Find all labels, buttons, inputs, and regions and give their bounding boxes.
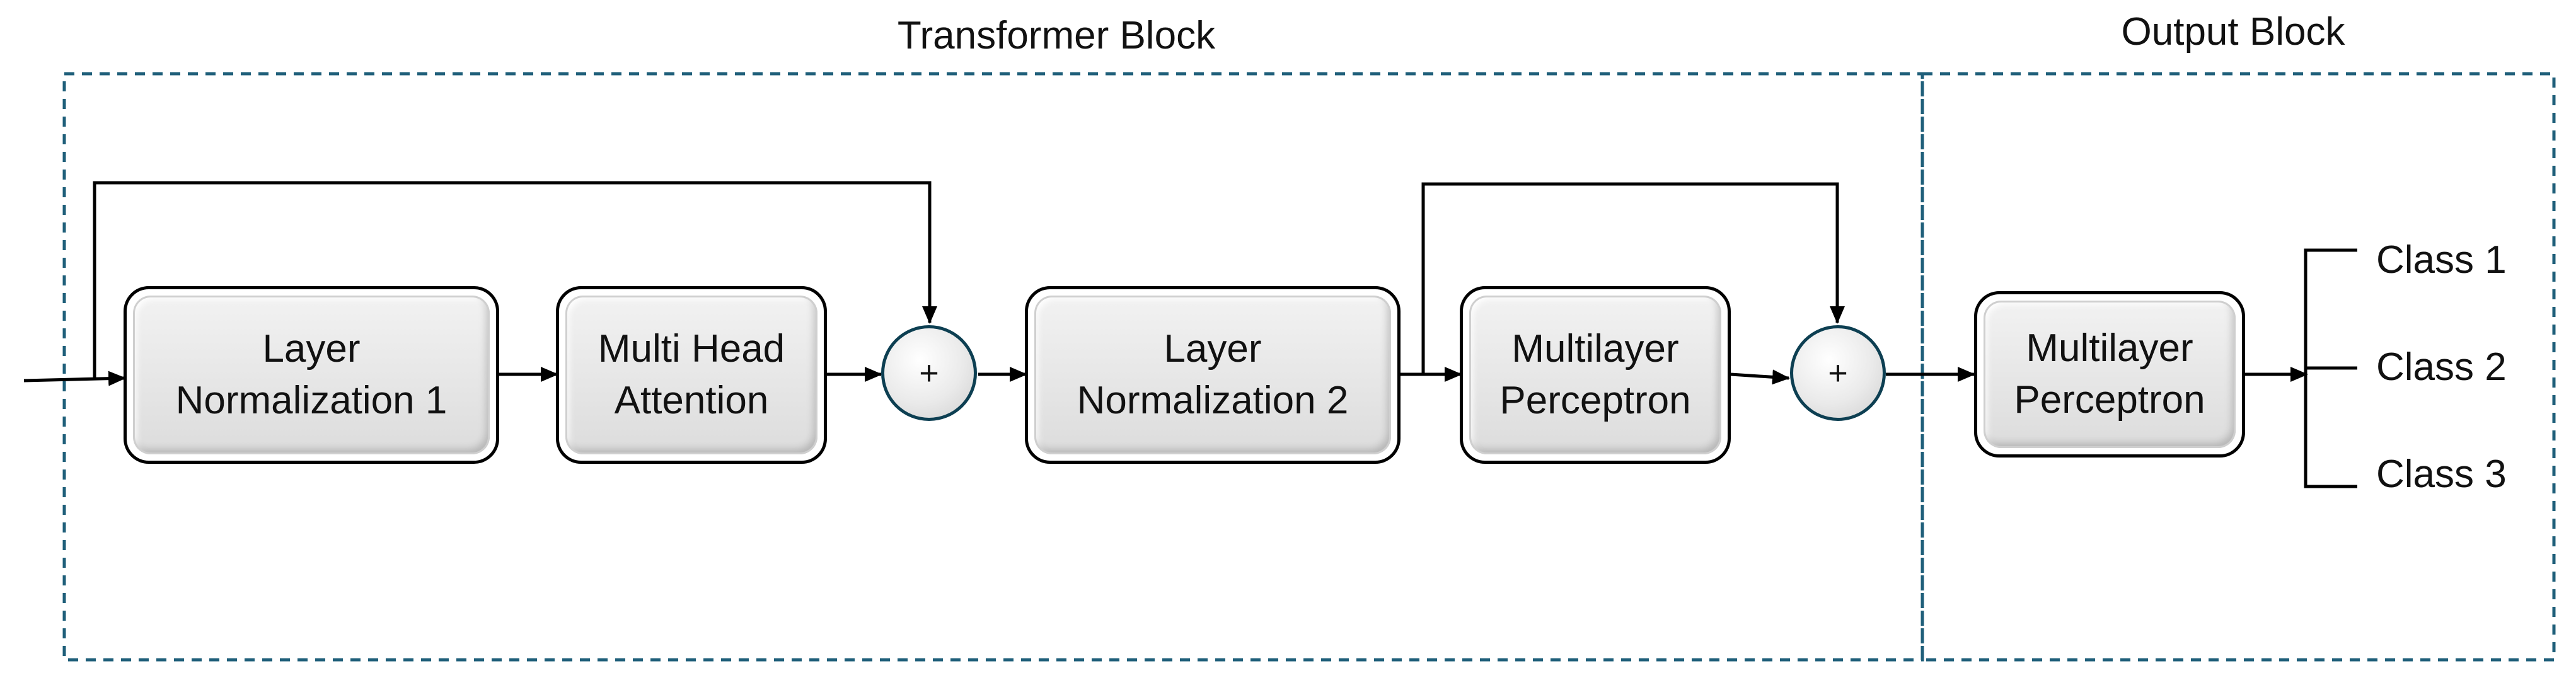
multilayer-perceptron-label: Multilayer Perceptron [1499,327,1691,422]
skip-connection-2 [1421,182,1845,374]
class-3-label: Class 3 [2376,452,2507,496]
class-1-label: Class 1 [2376,238,2507,282]
skip-connection-1 [93,181,937,378]
add-1-symbol: + [919,354,939,392]
transformer-block-border [62,72,1924,662]
multilayer-perceptron-node: Multilayer Perceptron [1460,286,1731,464]
multi-head-attention-label: Multi Head Attention [598,327,785,422]
multi-head-attention-node: Multi Head Attention [556,286,827,464]
layer-normalization-2-body: Layer Normalization 2 [1034,296,1391,454]
output-multilayer-perceptron-node: Multilayer Perceptron [1974,291,2245,458]
output-block-title: Output Block [2121,10,2345,54]
arrow-mlp-to-add2 [1730,369,1790,385]
output-block-border [1920,72,2556,662]
class-bracket [2304,248,2357,488]
layer-normalization-2-node: Layer Normalization 2 [1025,286,1401,464]
residual-add-1-node: + [881,325,977,421]
layer-normalization-1-label: Layer Normalization 1 [175,327,448,422]
multi-head-attention-body: Multi Head Attention [565,296,817,454]
layer-normalization-1-node: Layer Normalization 1 [124,286,499,464]
transformer-block-title: Transformer Block [897,14,1216,57]
input-arrow [23,371,126,386]
residual-add-2-node: + [1790,325,1886,421]
layer-normalization-2-label: Layer Normalization 2 [1077,327,1349,422]
layer-normalization-1-body: Layer Normalization 1 [133,296,490,454]
output-multilayer-perceptron-label: Multilayer Perceptron [2014,326,2205,422]
output-multilayer-perceptron-body: Multilayer Perceptron [1984,301,2236,448]
class-2-label: Class 2 [2376,345,2507,389]
add-2-symbol: + [1828,354,1848,392]
multilayer-perceptron-body: Multilayer Perceptron [1469,296,1721,454]
